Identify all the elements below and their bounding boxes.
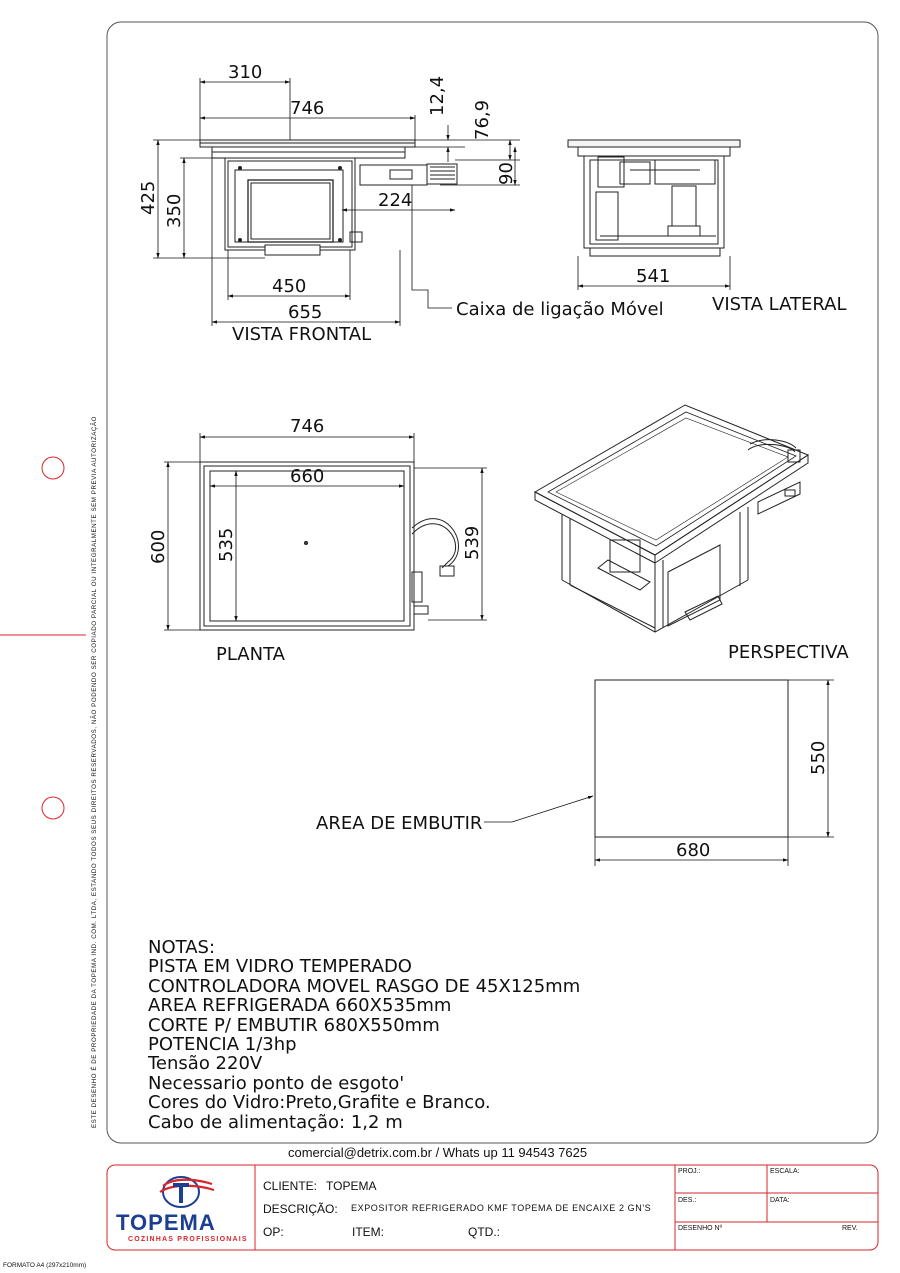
cliente-label: CLIENTE: [263,1179,318,1193]
note-line: PISTA EM VIDRO TEMPERADO [148,956,412,978]
perspective-view [533,404,810,633]
note-line: CONTROLADORA MOVEL RASGO DE 45X125mm [148,975,581,997]
cliente-value: TOPEMA [326,1179,377,1193]
dim-550: 550 [808,741,829,775]
dim-680: 680 [676,840,710,861]
label-perspectiva: PERSPECTIVA [728,642,849,663]
dim-310: 310 [228,62,262,83]
logo-subtitle: COZINHAS PROFISSIONAIS [128,1236,248,1243]
contact-info: comercial@detrix.com.br / Whats up 11 94… [288,1145,588,1160]
topema-logo-icon [159,1176,215,1208]
descricao-value: EXPOSITOR REFRIGERADO KMF TOPEMA DE ENCA… [351,1203,652,1213]
note-line: Necessario ponto de esgoto' [148,1072,405,1094]
dim-76-9: 76,9 [472,100,493,140]
note-line: CORTE P/ EMBUTIR 680X550mm [148,1014,440,1036]
cutout-area [594,679,789,838]
escala-label: ESCALA: [770,1168,800,1175]
dim-746-plan: 746 [290,416,324,437]
front-view [199,139,458,256]
punch-hole-bottom [41,796,65,820]
note-line: Tensão 220V [148,1053,263,1075]
format-label: FORMATO A4 (297x210mm) [3,1262,87,1269]
label-caixa-ligacao: Caixa de ligação Móvel [456,299,664,320]
note-line: POTENCIA 1/3hp [148,1034,297,1056]
dim-425: 425 [138,181,159,215]
des-label: DES.: [678,1197,697,1204]
label-vista-frontal: VISTA FRONTAL [232,324,371,345]
notes-block: NOTAS: PISTA EM VIDRO TEMPERADO CONTROLA… [148,938,580,1132]
dim-539: 539 [462,526,483,560]
dim-12-4: 12,4 [427,76,448,116]
dim-600: 600 [148,530,169,564]
dim-224: 224 [378,190,412,211]
desenho-label: DESENHO Nº [678,1225,723,1232]
title-block-frame [106,1164,879,1251]
dim-660: 660 [290,466,324,487]
label-area-embutir: AREA DE EMBUTIR [316,813,482,834]
note-line: AREA REFRIGERADA 660X535mm [148,995,452,1017]
dim-655: 655 [288,302,322,323]
note-line: Cabo de alimentação: 1,2 m [148,1111,403,1133]
dim-746-front: 746 [290,98,324,119]
punch-hole-top [41,456,65,480]
front-view-dimensions [153,78,520,326]
dim-541: 541 [636,266,670,287]
item-label: ITEM: [352,1225,384,1239]
rev-label: REV. [842,1225,858,1232]
data-label: DATA: [770,1197,790,1204]
dim-350: 350 [164,194,185,228]
qtd-label: QTD.: [468,1225,500,1239]
label-planta: PLANTA [216,644,286,665]
label-vista-lateral: VISTA LATERAL [712,294,847,315]
notes-title: NOTAS: [148,937,216,958]
dim-450: 450 [272,276,306,297]
dim-535: 535 [216,528,237,562]
note-line: Cores do Vidro:Preto,Grafite e Branco. [148,1092,491,1114]
logo-name: TOPEMA [116,1210,216,1235]
plan-view [199,461,459,631]
descricao-label: DESCRIÇÃO: [263,1202,338,1216]
op-label: OP: [263,1225,284,1239]
side-legal-notice: ESTE DESENHO É DE PROPRIEDADE DA TOPEMA … [91,416,98,1128]
dim-90: 90 [496,162,517,185]
drawing-frame [106,21,879,1144]
side-view [567,139,741,257]
proj-label: PROJ.: [678,1168,701,1175]
